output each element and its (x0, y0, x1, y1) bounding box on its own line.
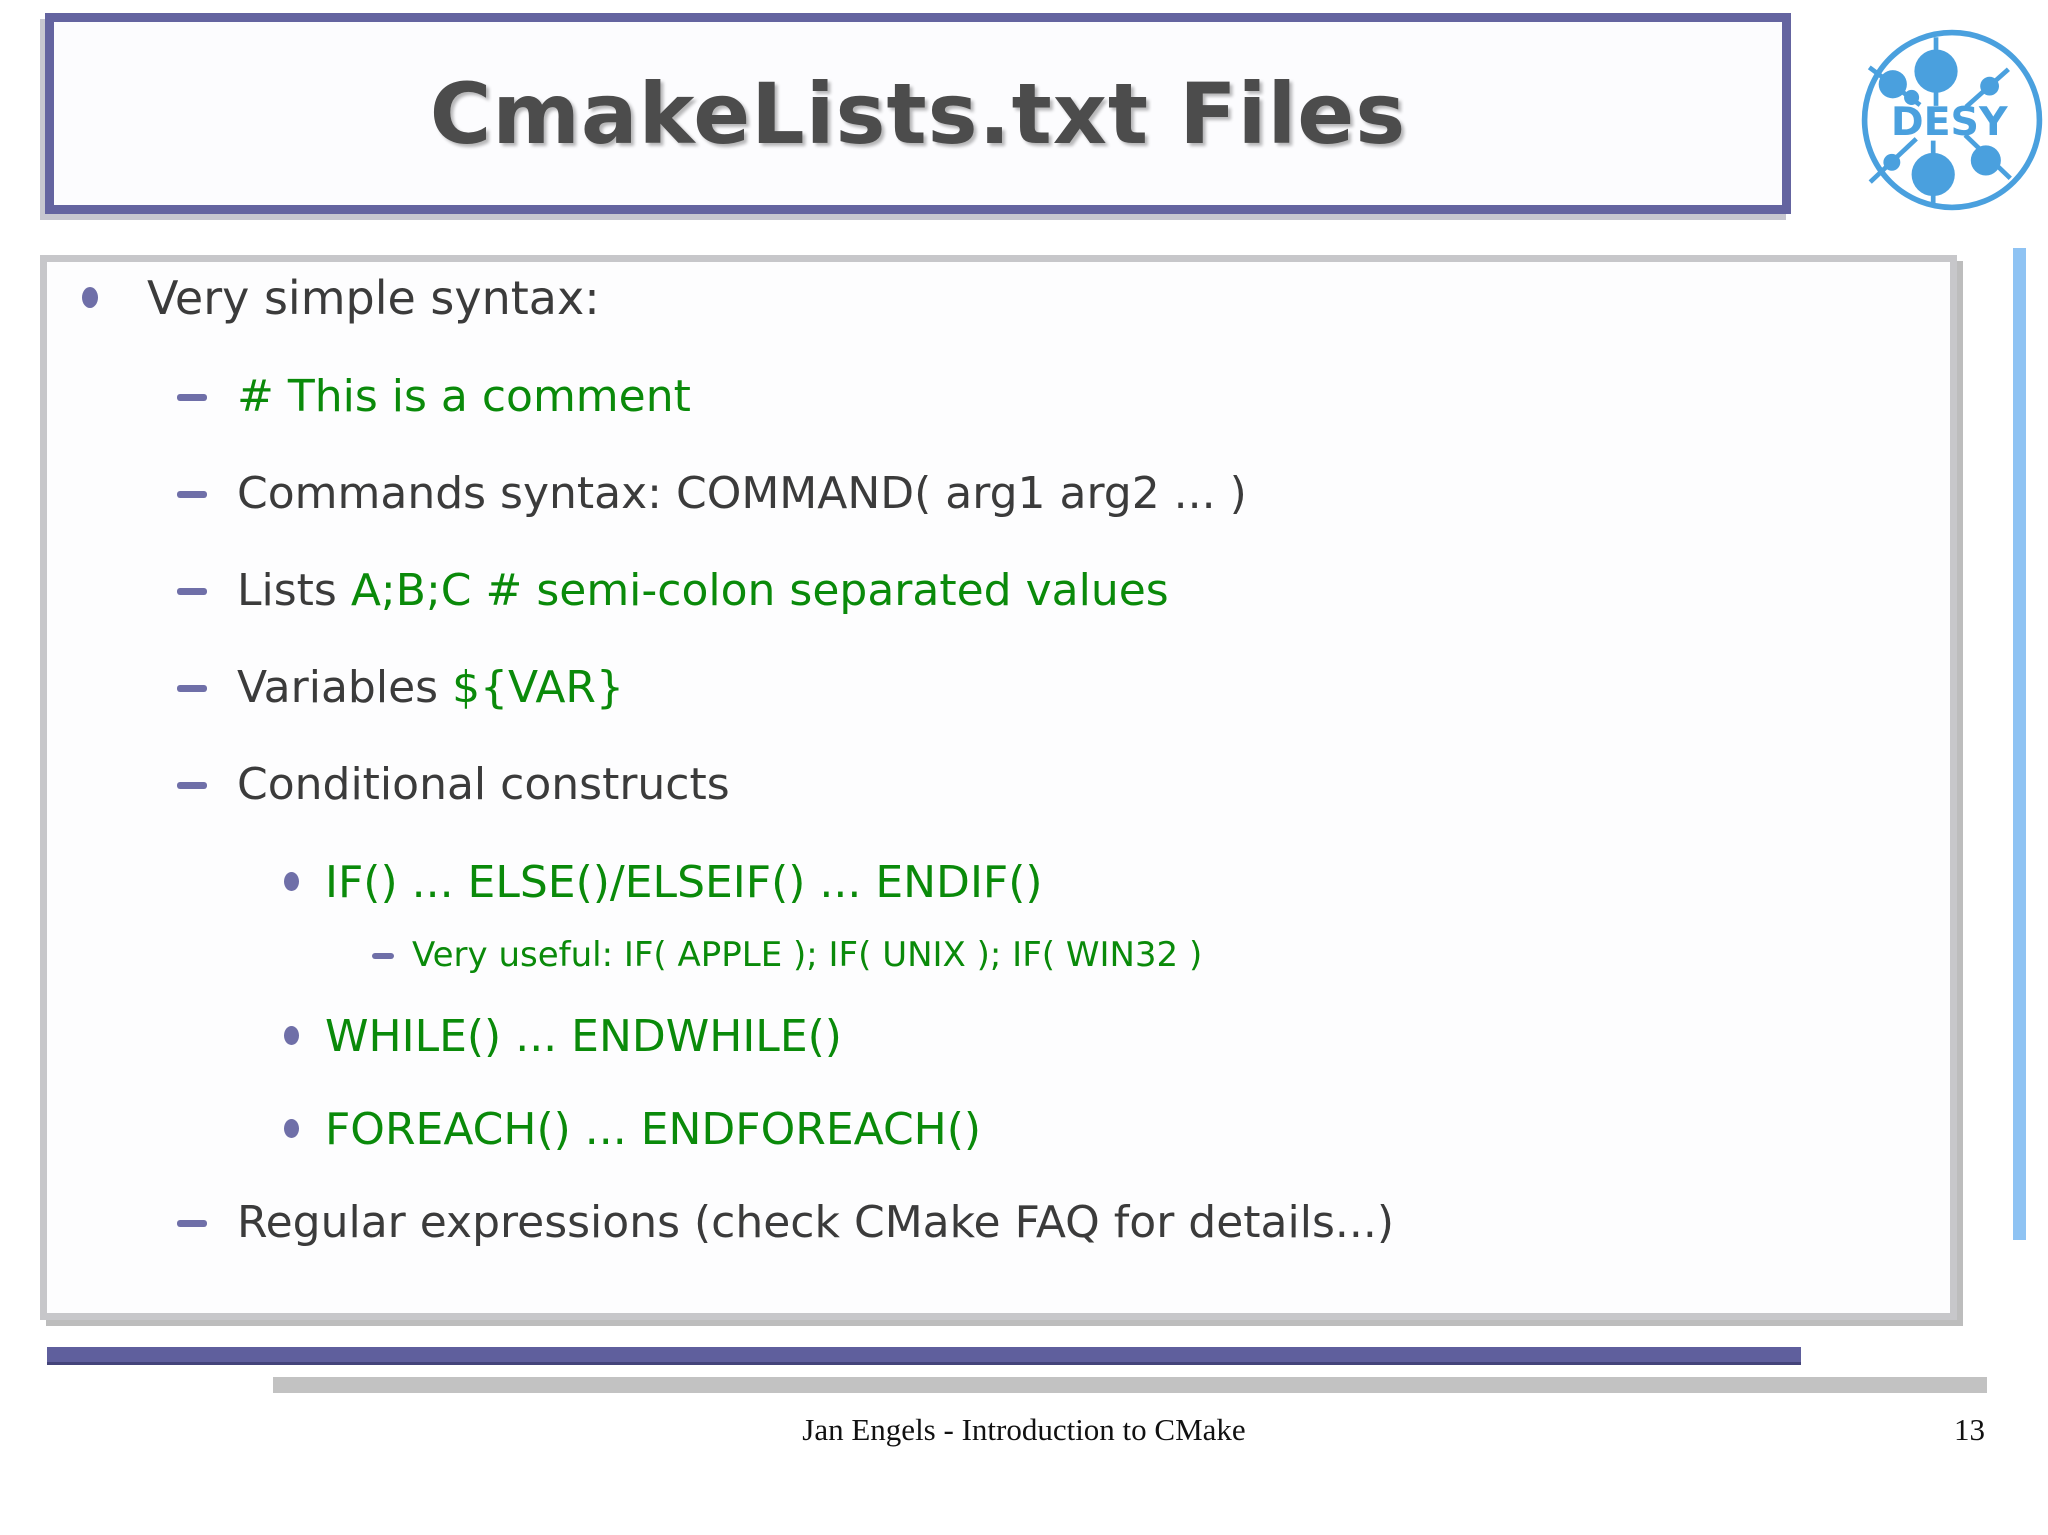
dash-marker-icon (177, 394, 207, 402)
list-item-text: # This is a comment (237, 371, 691, 423)
list-item-text: Lists A;B;C # semi-colon separated value… (237, 565, 1169, 617)
right-accent-bar (2013, 248, 2026, 1240)
title-box: CmakeLists.txt Files (45, 13, 1791, 214)
footer-credit: Jan Engels - Introduction to CMake (802, 1412, 1246, 1447)
list-item-text: Very useful: IF( APPLE ); IF( UNIX ); IF… (412, 934, 1203, 975)
desy-logo: DESY (1858, 26, 2046, 214)
bullet-marker-icon (284, 871, 299, 891)
list-item-text: Very simple syntax: (147, 271, 600, 325)
dash-marker-icon (372, 952, 394, 959)
page-number: 13 (1954, 1412, 1985, 1447)
list-item-text: Commands syntax: COMMAND( arg1 arg2 ... … (237, 468, 1247, 520)
list-item-text: Regular expressions (check CMake FAQ for… (237, 1197, 1394, 1249)
list-item-text: Conditional constructs (237, 759, 730, 811)
list-item: # This is a comment (47, 371, 1930, 422)
bottom-gray-bar (273, 1377, 1987, 1393)
page-title: CmakeLists.txt Files (429, 64, 1407, 163)
dash-marker-icon (177, 685, 207, 693)
dash-marker-icon (177, 782, 207, 790)
list-item-text: Variables ${VAR} (237, 662, 625, 714)
dash-marker-icon (177, 588, 207, 596)
list-item: Commands syntax: COMMAND( arg1 arg2 ... … (47, 468, 1930, 519)
desy-logo-icon: DESY (1861, 29, 2043, 211)
bottom-purple-bar (47, 1347, 1801, 1365)
dash-marker-icon (177, 491, 207, 499)
list-item: IF() ... ELSE()/ELSEIF() ... ENDIF() (47, 857, 1930, 908)
list-item-text: IF() ... ELSE()/ELSEIF() ... ENDIF() (325, 856, 1043, 908)
list-item: Variables ${VAR} (47, 662, 1930, 713)
list-item: Very useful: IF( APPLE ); IF( UNIX ); IF… (47, 934, 1930, 975)
list-item: WHILE() ... ENDWHILE() (47, 1011, 1930, 1062)
list-item: Regular expressions (check CMake FAQ for… (47, 1197, 1930, 1248)
desy-logo-text: DESY (1891, 99, 2008, 145)
list-item: FOREACH() ... ENDFOREACH() (47, 1104, 1930, 1155)
bullet-marker-icon (284, 1025, 299, 1045)
list-item: Very simple syntax: (47, 271, 1930, 325)
bullet-marker-icon (284, 1119, 299, 1139)
dash-marker-icon (177, 1220, 207, 1228)
list-item-text: FOREACH() ... ENDFOREACH() (325, 1104, 982, 1156)
list-item: Conditional constructs (47, 759, 1930, 810)
bullet-marker-icon (82, 287, 98, 308)
list-item-text: WHILE() ... ENDWHILE() (325, 1010, 842, 1062)
list-item: Lists A;B;C # semi-colon separated value… (47, 565, 1930, 616)
